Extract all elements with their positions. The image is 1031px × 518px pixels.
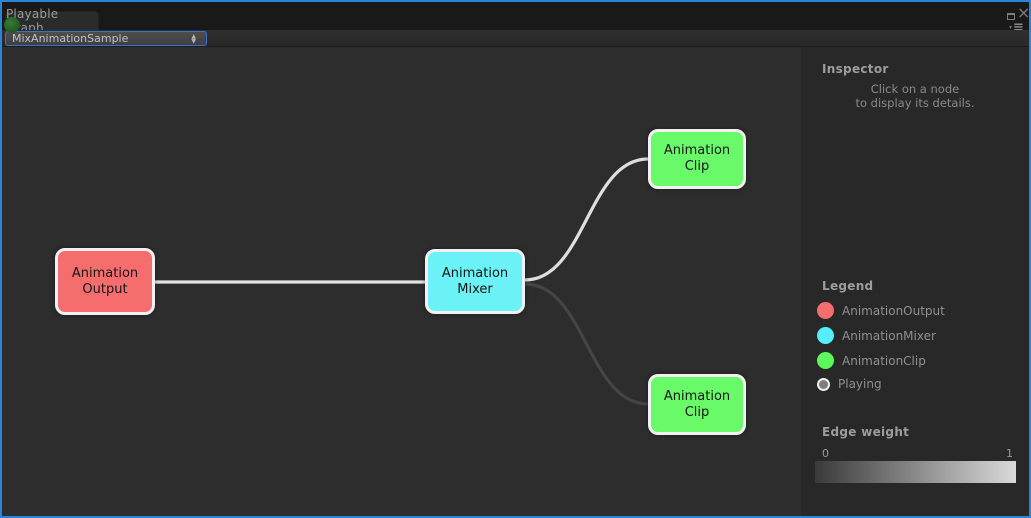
legend-item-animation-mixer: AnimationMixer — [817, 327, 936, 344]
node-animation-clip-bottom[interactable]: Animation Clip — [648, 374, 746, 435]
node-animation-clip-top[interactable]: Animation Clip — [648, 129, 746, 189]
graph-selector-value: MixAnimationSample — [12, 32, 129, 45]
menu-arrow-icon: ▾ — [1009, 24, 1013, 31]
edge-mixer-to-clip-top — [524, 157, 649, 282]
animation-clip-dot-icon — [817, 352, 834, 369]
inspector-title: Inspector — [822, 62, 889, 76]
playing-dot-icon — [817, 377, 830, 391]
legend-item-animation-clip: AnimationClip — [817, 352, 926, 369]
title-bar: Playable Graph × ▾ ≡ — [2, 2, 1031, 35]
close-icon[interactable]: × — [1017, 3, 1031, 22]
legend-label: AnimationOutput — [842, 303, 945, 318]
graph-selector-dropdown[interactable]: MixAnimationSample ▲ ▼ — [5, 31, 207, 46]
node-animation-mixer[interactable]: Animation Mixer — [425, 249, 525, 314]
node-animation-output[interactable]: Animation Output — [55, 248, 155, 315]
edge-weight-gradient-bar — [815, 461, 1016, 483]
edge-weight-title: Edge weight — [822, 425, 910, 439]
legend-item-animation-output: AnimationOutput — [817, 302, 945, 319]
edge-mixer-to-clip-bottom — [524, 282, 649, 406]
graph-canvas[interactable]: Animation Output Animation Mixer Animati… — [2, 47, 801, 516]
edges-layer — [155, 157, 649, 406]
legend-label: AnimationMixer — [842, 328, 936, 343]
maximize-icon[interactable] — [1007, 13, 1015, 20]
green-status-dot-icon — [4, 17, 20, 33]
hamburger-icon: ≡ — [1013, 20, 1024, 35]
legend-label: Playing — [838, 377, 882, 391]
toolbar: MixAnimationSample ▲ ▼ — [2, 30, 1029, 47]
edge-weight-min-label: 0 — [822, 447, 829, 460]
window-menu-icon[interactable]: ▾ ≡ — [1009, 20, 1024, 35]
main-area: Animation Output Animation Mixer Animati… — [2, 47, 1029, 516]
dropdown-arrows-icon: ▲ ▼ — [191, 32, 196, 45]
edge-weight-max-label: 1 — [1006, 447, 1013, 460]
legend-title: Legend — [822, 279, 874, 293]
legend-label: AnimationClip — [842, 353, 926, 368]
tab-playable-graph[interactable]: Playable Graph — [4, 7, 99, 35]
animation-output-dot-icon — [817, 302, 834, 319]
sidebar: Inspector Click on a node to display its… — [801, 47, 1029, 516]
animation-mixer-dot-icon — [817, 327, 834, 344]
legend-item-playing: Playing — [817, 377, 882, 391]
inspector-hint: Click on a node to display its details. — [855, 82, 975, 110]
